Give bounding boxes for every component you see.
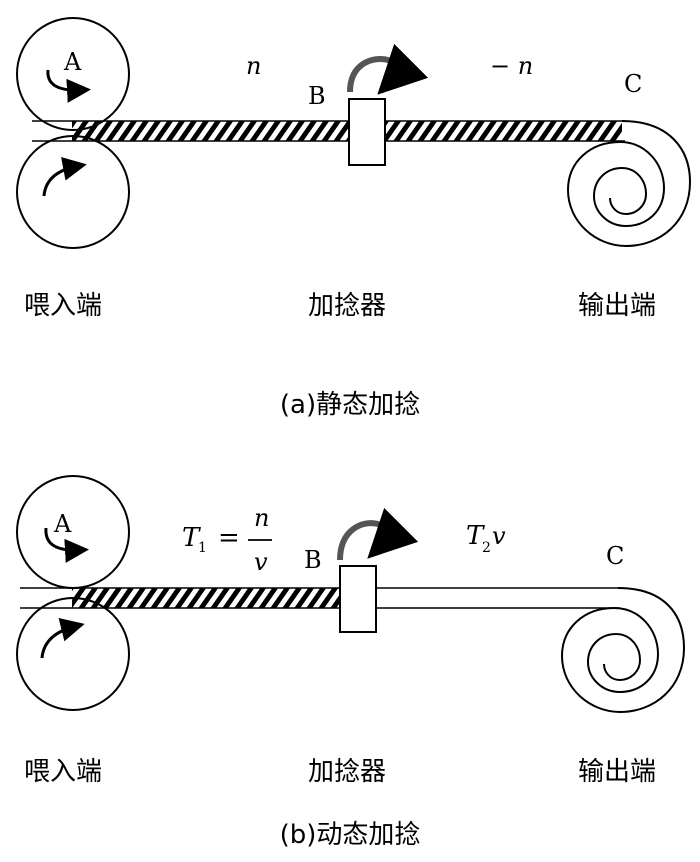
twister-label: 加捻器 xyxy=(308,757,386,787)
t1-subscript: 1 xyxy=(198,540,207,556)
label-b: B xyxy=(304,546,322,574)
panel-a-static-twisting: A B C n − n 喂入端 加捻器 输出端 (a)静态加捻 xyxy=(16,17,692,420)
feed-end-label: 喂入端 xyxy=(24,291,102,321)
output-package-spiral xyxy=(566,120,692,248)
twister-b xyxy=(339,565,377,633)
label-a: A xyxy=(63,48,82,76)
t2-symbol: T xyxy=(466,521,485,551)
output-end-label: 输出端 xyxy=(578,291,656,321)
panel-b-dynamic-twisting: A B C T 1 = n v T 2 v 喂入端 加捻器 输出端 (b)动态加… xyxy=(16,475,686,850)
t2-variable: v xyxy=(492,522,506,550)
feed-end-label: 喂入端 xyxy=(24,757,102,787)
top-roller-rotation-icon xyxy=(44,527,89,563)
bottom-roller-rotation-icon xyxy=(42,156,87,197)
t1-equals: = xyxy=(218,523,240,553)
output-package-spiral xyxy=(560,587,686,714)
caption-a: (a)静态加捻 xyxy=(280,390,420,420)
t2-subscript: 2 xyxy=(482,540,491,556)
bottom-feed-roller xyxy=(16,597,130,711)
twister-rotation-icon xyxy=(337,507,419,561)
twister-label: 加捻器 xyxy=(308,291,386,321)
label-b: B xyxy=(308,82,326,110)
t1-symbol: T xyxy=(182,523,201,553)
twisted-yarn-segment xyxy=(72,588,342,608)
twister-b xyxy=(348,98,386,166)
right-twist-label: − n xyxy=(490,52,533,80)
top-feed-roller xyxy=(16,475,130,589)
bottom-feed-roller xyxy=(16,135,130,249)
t1-numerator: n xyxy=(254,504,269,532)
label-c: C xyxy=(606,542,624,570)
output-end-label: 输出端 xyxy=(578,757,656,787)
twisted-yarn-strand xyxy=(72,121,622,141)
twister-rotation-icon xyxy=(347,43,429,95)
t1-denominator: v xyxy=(254,548,268,576)
caption-b: (b)动态加捻 xyxy=(280,820,421,850)
top-roller-rotation-icon xyxy=(46,69,91,103)
label-a: A xyxy=(53,510,72,538)
bottom-roller-rotation-icon xyxy=(40,618,85,659)
label-c: C xyxy=(624,70,642,98)
left-twist-label: n xyxy=(246,52,261,80)
